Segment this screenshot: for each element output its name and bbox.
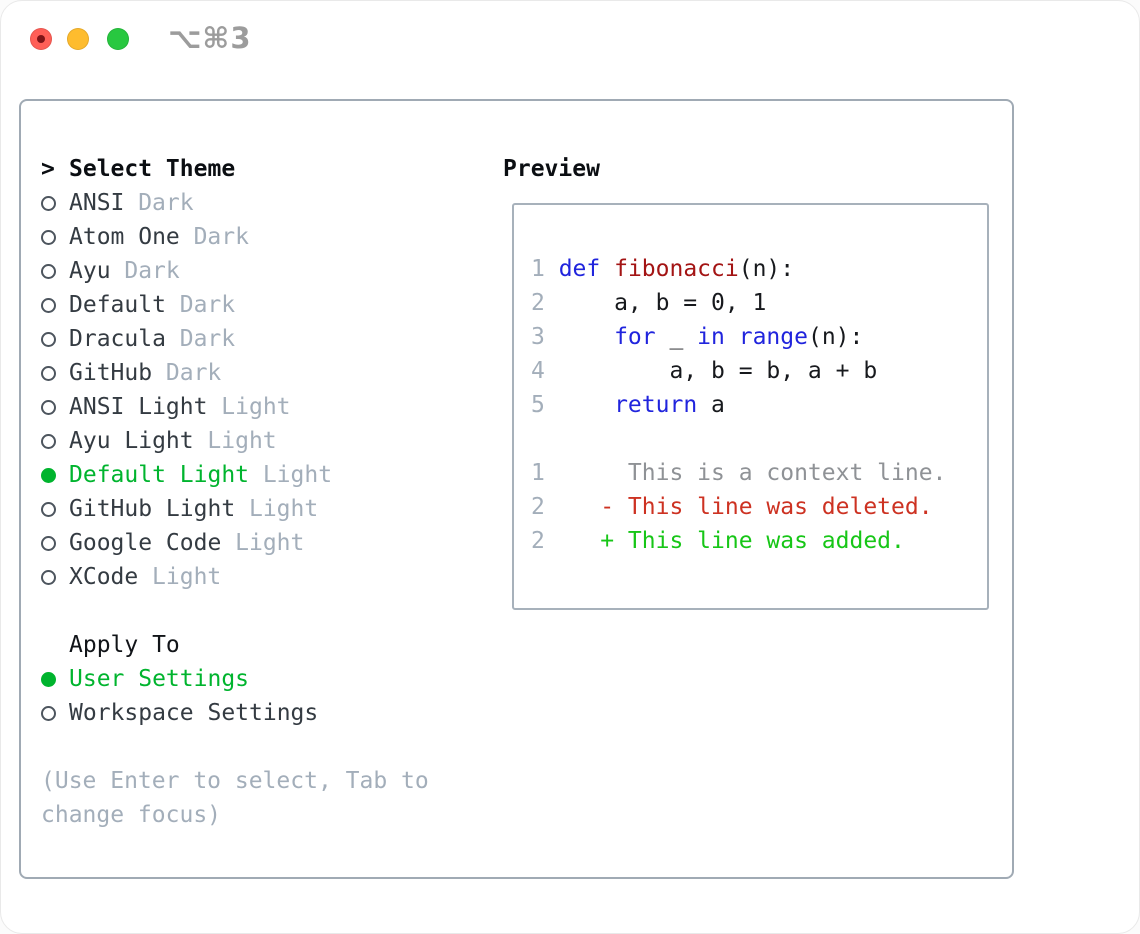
theme-option-ansi-light[interactable]: ANSI Light Light bbox=[41, 390, 491, 424]
radio-icon bbox=[41, 331, 69, 347]
theme-name: ANSI bbox=[69, 190, 125, 216]
theme-name: Default Light bbox=[69, 462, 250, 488]
theme-variant: Dark bbox=[138, 190, 194, 216]
theme-name: Google Code bbox=[69, 530, 222, 556]
radio-icon bbox=[41, 433, 69, 449]
radio-icon bbox=[41, 263, 69, 279]
theme-option-ansi-dark[interactable]: ANSI Dark bbox=[41, 186, 491, 220]
radio-icon bbox=[41, 705, 69, 721]
theme-variant: Dark bbox=[124, 258, 180, 284]
keyboard-hint: (Use Enter to select, Tab to change focu… bbox=[41, 768, 429, 828]
radio-icon bbox=[41, 195, 69, 211]
code-line: 3 for _ in range(n): bbox=[531, 320, 987, 354]
theme-name: GitHub bbox=[69, 360, 153, 386]
apply-to-header: Apply To bbox=[41, 628, 491, 662]
radio-icon bbox=[41, 229, 69, 245]
radio-icon bbox=[41, 501, 69, 517]
radio-selected-icon bbox=[41, 467, 69, 483]
apply-to-title: Apply To bbox=[69, 632, 180, 658]
theme-name: Atom One bbox=[69, 224, 180, 250]
theme-option-dracula-dark[interactable]: Dracula Dark bbox=[41, 322, 491, 356]
theme-name: Dracula bbox=[69, 326, 166, 352]
code-line: 2 a, b = 0, 1 bbox=[531, 286, 987, 320]
theme-option-google-code-light[interactable]: Google Code Light bbox=[41, 526, 491, 560]
theme-option-atom-one-dark[interactable]: Atom One Dark bbox=[41, 220, 491, 254]
theme-name: ANSI Light bbox=[69, 394, 208, 420]
minimize-button[interactable] bbox=[67, 28, 89, 50]
select-theme-header: > Select Theme bbox=[41, 152, 491, 186]
radio-selected-icon bbox=[41, 671, 69, 687]
select-theme-title: Select Theme bbox=[69, 156, 236, 182]
theme-variant: Dark bbox=[179, 326, 236, 352]
close-button[interactable] bbox=[30, 28, 52, 50]
titlebar: ⌥⌘3 bbox=[1, 1, 1139, 77]
line-number: 2 bbox=[531, 528, 545, 554]
maximize-button[interactable] bbox=[107, 28, 129, 50]
theme-option-github-dark[interactable]: GitHub Dark bbox=[41, 356, 491, 390]
apply-option-label: Workspace Settings bbox=[69, 700, 319, 726]
preview-title: Preview bbox=[503, 156, 600, 182]
line-number: 2 bbox=[531, 290, 545, 316]
theme-variant: Light bbox=[152, 564, 222, 590]
apply-option-workspace-settings[interactable]: Workspace Settings bbox=[41, 696, 491, 730]
theme-option-xcode-light[interactable]: XCode Light bbox=[41, 560, 491, 594]
line-number: 1 bbox=[531, 460, 545, 486]
line-number: 2 bbox=[531, 494, 545, 520]
window-shortcut-label: ⌥⌘3 bbox=[168, 21, 252, 55]
apply-option-user-settings[interactable]: User Settings bbox=[41, 662, 491, 696]
line-number: 5 bbox=[531, 392, 545, 418]
theme-option-ayu-light[interactable]: Ayu Light Light bbox=[41, 424, 491, 458]
focus-caret-icon: > bbox=[41, 156, 55, 182]
theme-variant: Dark bbox=[193, 224, 249, 250]
theme-variant: Dark bbox=[165, 360, 222, 386]
theme-option-github-light[interactable]: GitHub Light Light bbox=[41, 492, 491, 526]
code-line: 4 a, b = b, a + b bbox=[531, 354, 987, 388]
radio-icon bbox=[41, 297, 69, 313]
diff-context-line: 1 This is a context line. bbox=[531, 456, 987, 490]
code-line: 5 return a bbox=[531, 388, 987, 422]
theme-variant: Dark bbox=[179, 292, 236, 318]
diff-added-line: 2 + This line was added. bbox=[531, 524, 987, 558]
apply-option-label: User Settings bbox=[69, 666, 250, 692]
line-number: 1 bbox=[531, 256, 545, 282]
radio-icon bbox=[41, 365, 69, 381]
theme-variant: Light bbox=[221, 394, 291, 420]
theme-variant: Light bbox=[262, 462, 333, 488]
theme-name: Default bbox=[69, 292, 166, 318]
theme-name: Ayu Light bbox=[69, 428, 194, 454]
line-number: 3 bbox=[531, 324, 545, 350]
theme-variant: Light bbox=[207, 428, 277, 454]
radio-icon bbox=[41, 399, 69, 415]
theme-variant: Light bbox=[235, 530, 305, 556]
radio-icon bbox=[41, 535, 69, 551]
theme-name: XCode bbox=[69, 564, 139, 590]
line-number: 4 bbox=[531, 358, 545, 384]
theme-name: GitHub Light bbox=[69, 496, 236, 522]
close-dot-icon bbox=[37, 35, 45, 43]
theme-option-ayu-dark[interactable]: Ayu Dark bbox=[41, 254, 491, 288]
theme-name: Ayu bbox=[69, 258, 111, 284]
theme-option-default-dark[interactable]: Default Dark bbox=[41, 288, 491, 322]
theme-variant: Light bbox=[248, 496, 319, 522]
radio-icon bbox=[41, 569, 69, 585]
theme-option-default-light[interactable]: Default Light Light bbox=[41, 458, 491, 492]
diff-deleted-line: 2 - This line was deleted. bbox=[531, 490, 987, 524]
